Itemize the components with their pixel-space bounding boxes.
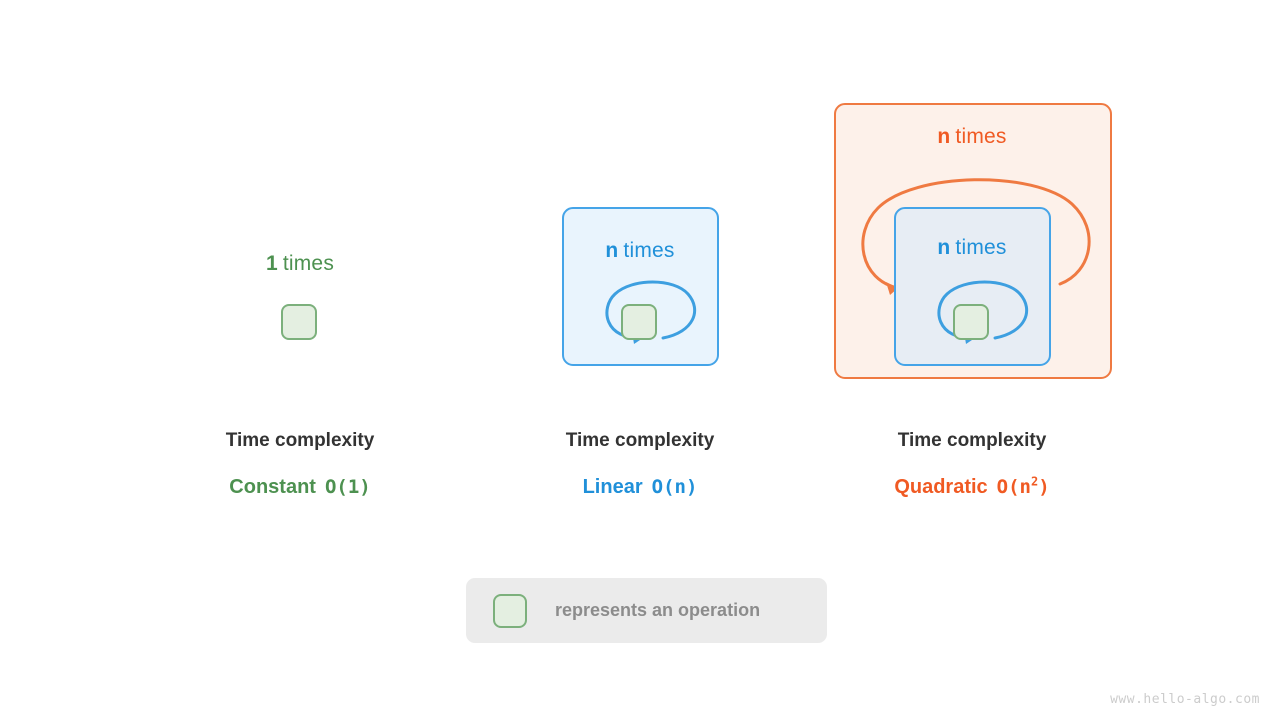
watermark: www.hello-algo.com <box>1110 692 1260 707</box>
legend: represents an operation <box>466 578 827 643</box>
operation-square <box>621 304 657 340</box>
complexity-name: Linear <box>582 476 643 498</box>
caption-value-constant: Constant O(1) <box>140 476 460 499</box>
big-o-exponent: 2 <box>1031 474 1039 489</box>
caption-value-quadratic: Quadratic O(n2) <box>812 476 1132 499</box>
legend-label: represents an operation <box>555 600 761 620</box>
caption-title-quadratic: Time complexity <box>897 430 1047 451</box>
loop-count-word: times <box>623 239 675 262</box>
caption-title-constant: Time complexity <box>225 430 375 451</box>
loop-box-quadratic-inner <box>894 207 1051 366</box>
loop-count-value: n <box>937 236 951 259</box>
loop-count-word: times <box>955 125 1007 148</box>
caption-title-linear: Time complexity <box>565 430 715 451</box>
caption-value-linear: Linear O(n) <box>480 476 800 499</box>
big-o-base: O(n <box>996 476 1031 498</box>
loop-box-linear <box>562 207 719 366</box>
legend-operation-square-icon <box>493 593 527 628</box>
loop-count-value: n <box>605 239 619 262</box>
big-o-notation: O(n2) <box>997 476 1050 498</box>
big-o-close: ) <box>1038 476 1050 498</box>
loop-count-value: n <box>937 125 951 148</box>
big-o-notation: O(n) <box>651 476 698 498</box>
loop-count-word: times <box>282 252 335 275</box>
operation-square <box>281 304 317 340</box>
loop-count-word: times <box>955 236 1007 259</box>
complexity-name: Quadratic <box>894 476 988 498</box>
complexity-name: Constant <box>229 476 316 498</box>
big-o-notation: O(1) <box>324 476 371 498</box>
operation-square <box>953 304 989 340</box>
loop-count-value: 1 <box>265 252 278 275</box>
